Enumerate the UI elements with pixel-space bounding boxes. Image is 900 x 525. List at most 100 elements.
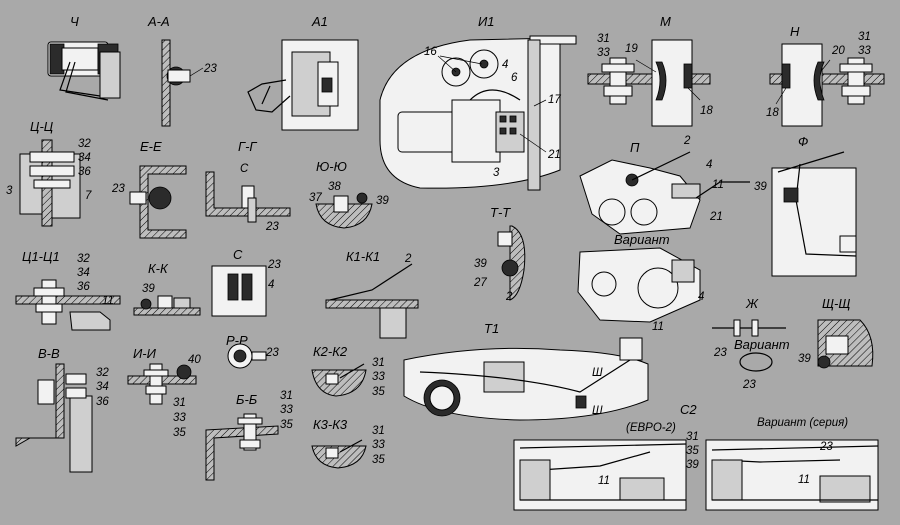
label-c1c1-32: 32 [77,253,90,265]
label-zh-variant: Вариант [734,337,790,352]
label-n-31: 31 [858,31,871,43]
label-c1c1-36: 36 [77,281,90,293]
view-f: Ф 39 [754,134,857,277]
label-ee-23: 23 [111,183,125,195]
label-cc-32: 32 [78,138,91,150]
view-k1k1-title: К1-К1 [346,249,380,264]
label-ii-33: 33 [173,412,186,424]
label-i1-4: 4 [502,59,508,71]
view-yuyu-title: Ю-Ю [316,159,347,174]
label-c2-35: 35 [686,445,699,457]
view-bb: Б-Б 31 33 35 [205,390,293,481]
label-i1-3: 3 [493,167,500,179]
label-n-33: 33 [858,45,871,57]
label-c1c1-34: 34 [77,267,90,279]
view-k2k2-title: К2-К2 [313,344,348,359]
label-tt-39: 39 [474,258,487,270]
label-k3k3-31: 31 [372,425,385,437]
view-m-title: М [660,14,671,29]
label-c2-variant-serial: Вариант (серия) [757,417,848,429]
view-ch: Ч [47,14,121,101]
label-k2k2-31: 31 [372,357,385,369]
label-n-20: 20 [831,45,845,57]
label-c2-euro2: (ЕВРО-2) [626,422,676,434]
view-aa-title: А-А [147,14,170,29]
label-tt-2: 2 [505,291,513,303]
label-p-11: 11 [712,179,724,191]
view-t1: Т1 Ш Ш [403,321,649,421]
label-ii-35: 35 [173,427,186,439]
label-k2k2-33: 33 [372,371,385,383]
view-tt: Т-Т 39 27 2 [473,205,526,303]
label-c2-11a: 11 [598,475,610,487]
view-gg: Г-Г С 23 [205,139,291,233]
label-shsh-39: 39 [798,353,811,365]
view-gg-title: Г-Г [238,139,257,154]
label-rr-23: 23 [265,347,279,359]
view-s-title: С [233,247,243,262]
label-i1-16: 16 [424,46,437,58]
label-p-21: 21 [709,211,723,223]
view-tt-title: Т-Т [490,205,511,220]
view-variant1-title: Вариант [614,232,670,247]
label-m-19: 19 [625,43,638,55]
view-variant1: Вариант 4 11 [577,232,704,333]
view-cc-title: Ц-Ц [30,119,54,134]
label-m-31: 31 [597,33,610,45]
label-c2-23: 23 [819,441,833,453]
label-c2-31: 31 [686,431,699,443]
view-k2k2: К2-К2 31 33 35 [311,344,385,398]
label-variant1-4: 4 [698,291,704,303]
view-ee: Е-Е 23 [111,139,187,239]
label-ii-31: 31 [173,397,186,409]
label-yuyu-38: 38 [328,181,341,193]
label-i1-6: 6 [511,72,518,84]
label-bb-35: 35 [280,419,293,431]
label-bb-33: 33 [280,404,293,416]
view-p-title: П [630,140,640,155]
view-shsh: Щ-Щ 39 [798,296,874,369]
label-s-23: 23 [267,259,281,271]
view-t1-title: Т1 [484,321,499,336]
label-vv-34: 34 [96,381,109,393]
view-kk-title: К-К [148,261,169,276]
view-ii-title: И-И [133,346,157,361]
view-bb-title: Б-Б [236,392,258,407]
label-k2k2-35: 35 [372,386,385,398]
label-k3k3-35: 35 [372,454,385,466]
label-cc-34: 34 [78,152,91,164]
view-zh: Ж 23 Вариант 23 [712,296,790,391]
view-vv-title: В-В [38,346,60,361]
view-i1-title: И1 [478,14,495,29]
label-gg-23: 23 [265,221,279,233]
view-a1-title: А1 [311,14,328,29]
view-a1: А1 [247,14,359,131]
view-cc: Ц-Ц 32 34 36 3 7 [6,119,92,227]
label-f-39: 39 [754,181,767,193]
label-yuyu-37: 37 [309,192,322,204]
view-yuyu: Ю-Ю 38 37 39 [309,159,389,229]
label-bb-31: 31 [280,390,293,402]
label-p-4: 4 [706,159,712,171]
view-k3k3: К3-К3 31 33 35 [311,417,385,469]
view-ii: И-И 40 31 33 35 [127,346,201,439]
label-i1-21: 21 [547,149,561,161]
view-n: Н 20 31 33 18 [766,24,885,127]
label-k3k3-33: 33 [372,439,385,451]
label-kk-39: 39 [142,283,155,295]
label-c1c1-11: 11 [102,295,114,307]
label-tt-27: 27 [473,277,487,289]
label-zh-23b: 23 [742,379,756,391]
label-variant1-11: 11 [652,321,664,333]
label-k1k1-2: 2 [404,253,412,265]
view-rr: Р-Р 23 [226,333,279,369]
label-vv-32: 32 [96,367,109,379]
label-i1-17: 17 [548,94,561,106]
view-i1: И1 16 4 6 17 21 3 [379,14,577,191]
label-cc-3: 3 [6,185,13,197]
label-m-18: 18 [700,105,713,117]
view-ch-title: Ч [70,14,79,29]
label-s-4: 4 [268,279,274,291]
label-c2-39: 39 [686,459,699,471]
